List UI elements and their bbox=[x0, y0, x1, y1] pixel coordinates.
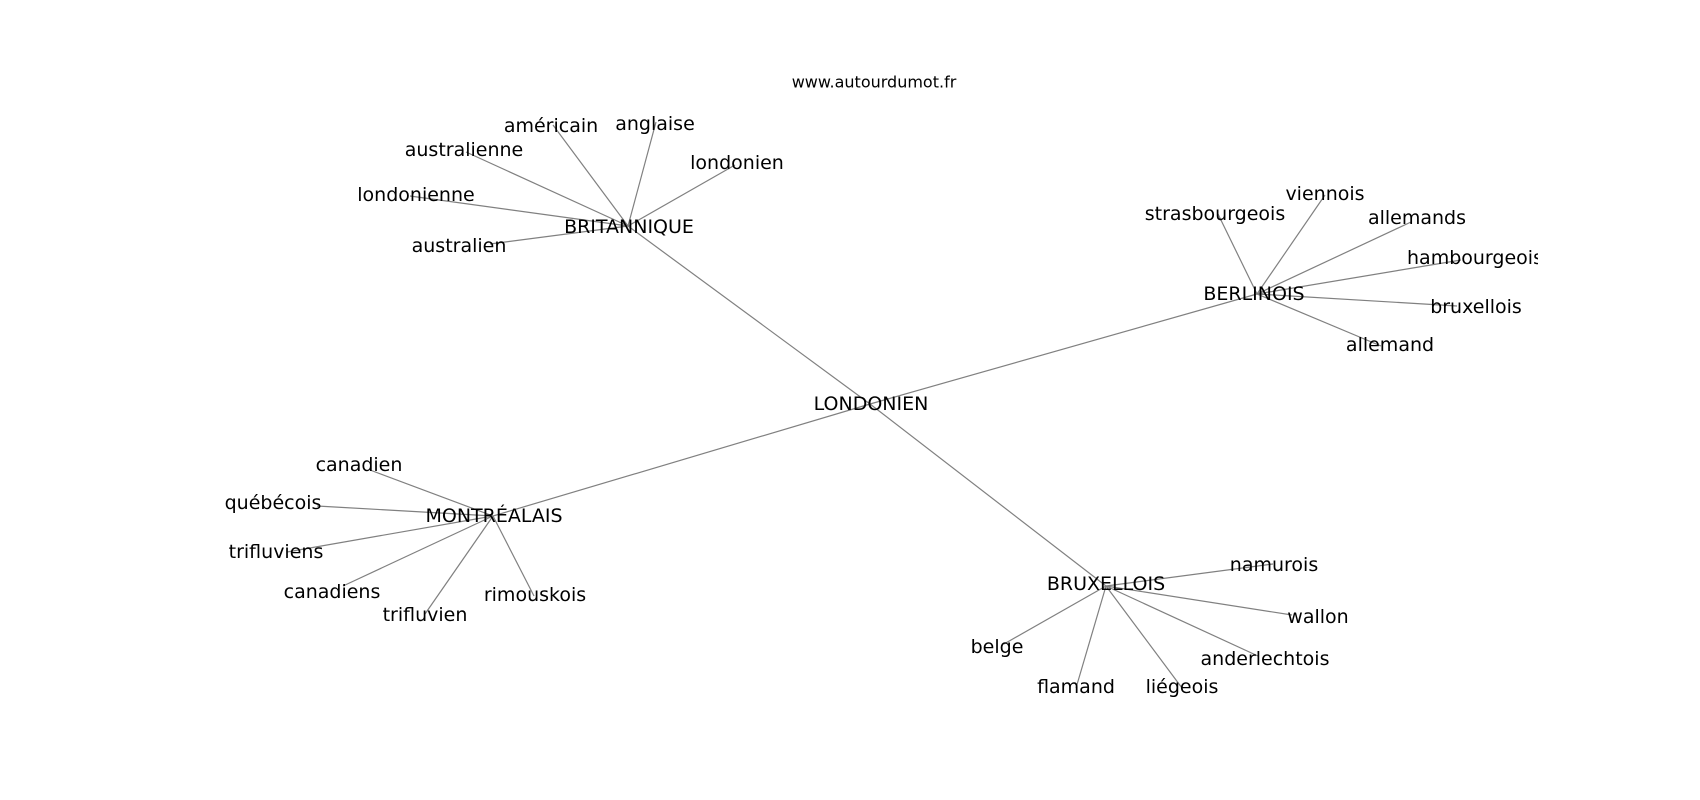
edge-berlinois-leaf bbox=[1256, 194, 1326, 295]
edge-montrealais-leaf bbox=[424, 515, 494, 615]
hub-node-label: BRUXELLOIS bbox=[1047, 573, 1165, 595]
leaf-node-label: bruxellois bbox=[1430, 296, 1522, 318]
edge-montrealais-leaf bbox=[369, 469, 494, 517]
edges-layer bbox=[286, 121, 1462, 689]
edge-montrealais-leaf bbox=[286, 515, 494, 553]
edge-center-britannique bbox=[627, 225, 871, 405]
leaf-node-label: anderlechtois bbox=[1201, 648, 1330, 670]
edge-britannique-leaf bbox=[489, 225, 629, 245]
leaf-node-label: hambourgeois bbox=[1407, 247, 1543, 269]
leaf-node-label: trifluviens bbox=[229, 541, 324, 563]
edge-britannique-leaf bbox=[552, 124, 629, 227]
center-node-label: LONDONIEN bbox=[814, 393, 929, 415]
leaf-node-label: canadiens bbox=[284, 581, 381, 603]
labels-layer: LONDONIEN BRITANNIQUE américain anglaise aus… bbox=[225, 113, 1543, 698]
leaf-node-label: trifluvien bbox=[383, 604, 468, 626]
leaf-node-label: belge bbox=[971, 636, 1024, 658]
edge-bruxellois-leaf bbox=[1105, 563, 1274, 587]
edge-montrealais-leaf bbox=[492, 515, 535, 597]
leaf-node-label: namurois bbox=[1230, 554, 1318, 576]
edge-montrealais-leaf bbox=[342, 515, 494, 587]
edge-bruxellois-leaf bbox=[1003, 585, 1107, 645]
edge-berlinois-leaf bbox=[1217, 213, 1258, 295]
hub-node-label: MONTRÉALAIS bbox=[425, 504, 562, 527]
edge-center-bruxellois bbox=[869, 403, 1107, 587]
edge-montrealais-leaf bbox=[316, 505, 494, 517]
leaf-node-label: londonienne bbox=[357, 184, 474, 206]
leaf-node-label: rimouskois bbox=[484, 584, 586, 606]
leaf-node-label: québécois bbox=[225, 492, 322, 514]
edge-britannique-leaf bbox=[627, 164, 736, 227]
leaf-node-label: londonien bbox=[690, 152, 784, 174]
leaf-node-label: australien bbox=[412, 235, 507, 257]
leaf-node-label: américain bbox=[504, 115, 598, 137]
edge-bruxellois-leaf bbox=[1075, 585, 1107, 689]
leaf-node-label: anglaise bbox=[615, 113, 695, 135]
leaf-node-label: australienne bbox=[405, 139, 524, 161]
leaf-node-label: strasbourgeois bbox=[1145, 203, 1285, 225]
edge-britannique-leaf bbox=[409, 195, 629, 227]
hub-node-label: BRITANNIQUE bbox=[564, 216, 694, 238]
leaf-node-label: canadien bbox=[316, 454, 403, 476]
leaf-node-label: liégeois bbox=[1146, 676, 1219, 698]
edge-britannique-leaf bbox=[465, 151, 629, 227]
edge-center-montrealais bbox=[492, 403, 871, 517]
edge-berlinois-leaf bbox=[1256, 293, 1458, 307]
leaf-node-label: allemand bbox=[1346, 334, 1434, 356]
edge-berlinois-leaf bbox=[1256, 221, 1412, 295]
edge-berlinois-leaf bbox=[1256, 293, 1382, 347]
edge-bruxellois-leaf bbox=[1105, 585, 1293, 616]
edge-berlinois-leaf bbox=[1256, 259, 1462, 295]
edge-bruxellois-leaf bbox=[1105, 585, 1183, 689]
edge-britannique-leaf bbox=[627, 121, 657, 227]
leaf-node-label: allemands bbox=[1368, 207, 1466, 229]
edge-center-berlinois bbox=[869, 293, 1258, 405]
site-watermark: www.autourdumot.fr bbox=[792, 73, 957, 92]
leaf-node-label: wallon bbox=[1287, 606, 1348, 628]
hub-node-label: BERLINOIS bbox=[1203, 283, 1304, 305]
leaf-node-label: viennois bbox=[1285, 183, 1364, 205]
leaf-node-label: flamand bbox=[1037, 676, 1115, 698]
edge-bruxellois-leaf bbox=[1105, 585, 1259, 657]
